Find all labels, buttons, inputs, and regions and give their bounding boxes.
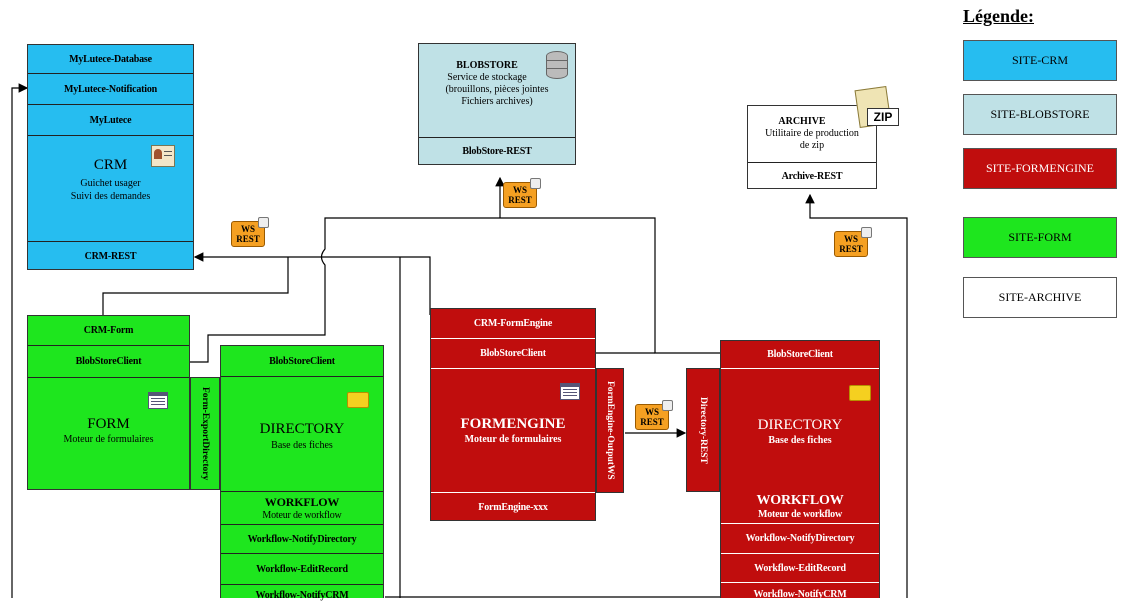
blobstore-block: BLOBSTORE Service de stockage (brouillon… <box>418 43 576 165</box>
crm-block: MyLutece-Database MyLutece-Notification … <box>27 44 194 270</box>
directory-green-workflow-sub: Moteur de workflow <box>262 510 342 521</box>
directory-green-row-notifycrm: Workflow-NotifyCRM <box>255 590 349 601</box>
directory-red-folder-icon <box>849 385 871 401</box>
formengine-title: FORMENGINE <box>460 416 566 432</box>
line-blobstore-to-red <box>500 217 720 354</box>
archive-rest: Archive-REST <box>748 162 876 189</box>
directory-green-row-notifydirectory: Workflow-NotifyDirectory <box>221 525 383 554</box>
crm-row-mylutece-notification: MyLutece-Notification <box>28 74 193 105</box>
form-row-crm-form: CRM-Form <box>28 316 189 346</box>
ws-rest-badge-blobstore: WS REST <box>503 178 541 208</box>
legend-site-archive: SITE-ARCHIVE <box>963 277 1117 318</box>
crm-row-mylutece: MyLutece <box>28 105 193 136</box>
line-blobclient-up <box>190 217 500 363</box>
formengine-block: CRM-FormEngine BlobStoreClient FORMENGIN… <box>430 308 596 521</box>
rest-label: REST <box>236 234 260 244</box>
ws-label: WS <box>512 185 527 195</box>
formengine-subtitle: Moteur de formulaires <box>464 434 562 445</box>
blobstore-line-2: (brouillons, pièces jointes <box>445 84 549 95</box>
ws-rest-badge-crm: WS REST <box>231 217 269 247</box>
form-export-directory: Form-ExportDirectory <box>190 377 220 490</box>
legend-title: Légende: <box>963 6 1034 26</box>
directory-red-workflow-title: WORKFLOW <box>756 492 844 508</box>
crm-row-mylutece-database: MyLutece-Database <box>28 45 193 74</box>
rest-label: REST <box>508 195 532 205</box>
legend-site-blobstore: SITE-BLOBSTORE <box>963 94 1117 135</box>
ws-label: WS <box>240 224 255 234</box>
directory-red-row-notifycrm: Workflow-NotifyCRM <box>753 589 847 600</box>
crm-subtitle-1: Guichet usager <box>80 178 141 189</box>
zip-folder-icon: ZIP <box>853 85 899 130</box>
form-list-icon <box>148 392 168 409</box>
form-subtitle: Moteur de formulaires <box>63 434 154 445</box>
legend-site-crm: SITE-CRM <box>963 40 1117 81</box>
line-formengine-to-crm <box>400 256 431 315</box>
directory-green-workflow-title: WORKFLOW <box>264 495 340 509</box>
ws-page-icon <box>530 178 541 189</box>
ws-page-icon <box>258 217 269 228</box>
directory-red-subtitle: Base des fiches <box>768 435 832 446</box>
formengine-outputws: FormEngine-OutputWS <box>596 368 624 493</box>
rest-label: REST <box>640 417 664 427</box>
archive-title: ARCHIVE <box>778 116 826 127</box>
blobstore-line-3: Fichiers archives) <box>461 96 533 107</box>
directory-green-subtitle: Base des fiches <box>271 440 333 451</box>
legend-site-formengine: SITE-FORMENGINE <box>963 148 1117 189</box>
ws-rest-badge-directory: WS REST <box>635 400 673 430</box>
crm-subtitle-2: Suivi des demandes <box>70 191 151 202</box>
blobstore-line-1: Service de stockage <box>447 72 527 83</box>
ws-page-icon <box>662 400 673 411</box>
directory-green-block: BlobStoreClient DIRECTORY Base des fiche… <box>220 345 384 601</box>
directory-green-row-editrecord: Workflow-EditRecord <box>221 554 383 585</box>
line-archive <box>805 193 908 598</box>
blobstore-rest: BlobStore-REST <box>419 137 575 165</box>
archive-line-2: de zip <box>799 140 825 151</box>
ws-label: WS <box>843 234 858 244</box>
directory-red-workflow-sub: Moteur de workflow <box>758 508 842 520</box>
crm-rest: CRM-REST <box>28 241 193 270</box>
formengine-footer: FormEngine-xxx <box>431 492 595 521</box>
database-icon <box>546 51 568 79</box>
line-left-to-crm <box>11 83 29 598</box>
directory-green-workflow: WORKFLOW Moteur de workflow <box>221 491 383 525</box>
directory-green-blobstoreclient: BlobStoreClient <box>221 346 383 377</box>
directory-red-blobstoreclient: BlobStoreClient <box>721 341 879 369</box>
ws-rest-badge-archive: WS REST <box>834 227 872 257</box>
formengine-row-crm-formengine: CRM-FormEngine <box>431 309 595 339</box>
directory-red-row-editrecord: Workflow-EditRecord <box>721 554 879 583</box>
ws-page-icon <box>861 227 872 238</box>
rest-label: REST <box>839 244 863 254</box>
directory-red-row-notifydirectory: Workflow-NotifyDirectory <box>721 524 879 554</box>
crm-title: CRM <box>93 157 128 173</box>
formengine-row-blobstoreclient: BlobStoreClient <box>431 339 595 369</box>
directory-rest: Directory-REST <box>686 368 720 492</box>
archive-line-1: Utilitaire de production <box>765 128 859 139</box>
blobstore-title: BLOBSTORE <box>456 60 518 71</box>
directory-red-block: BlobStoreClient DIRECTORY Base des fiche… <box>720 340 880 600</box>
folder-icon <box>347 392 369 408</box>
line-crmform-up <box>102 257 289 315</box>
directory-red-workflow: WORKFLOW Moteur de workflow <box>721 489 879 524</box>
legend-site-form: SITE-FORM <box>963 217 1117 258</box>
user-card-icon <box>151 145 175 167</box>
ws-label: WS <box>644 407 659 417</box>
form-title: FORM <box>87 416 130 432</box>
directory-red-title: DIRECTORY <box>757 417 843 433</box>
formengine-list-icon <box>560 383 580 400</box>
directory-green-title: DIRECTORY <box>259 421 345 437</box>
archive-block: ARCHIVE Utilitaire de production de zip … <box>747 105 877 189</box>
form-block: CRM-Form BlobStoreClient FORM Moteur de … <box>27 315 190 490</box>
zip-label: ZIP <box>867 108 899 126</box>
form-row-blobstoreclient: BlobStoreClient <box>28 346 189 378</box>
